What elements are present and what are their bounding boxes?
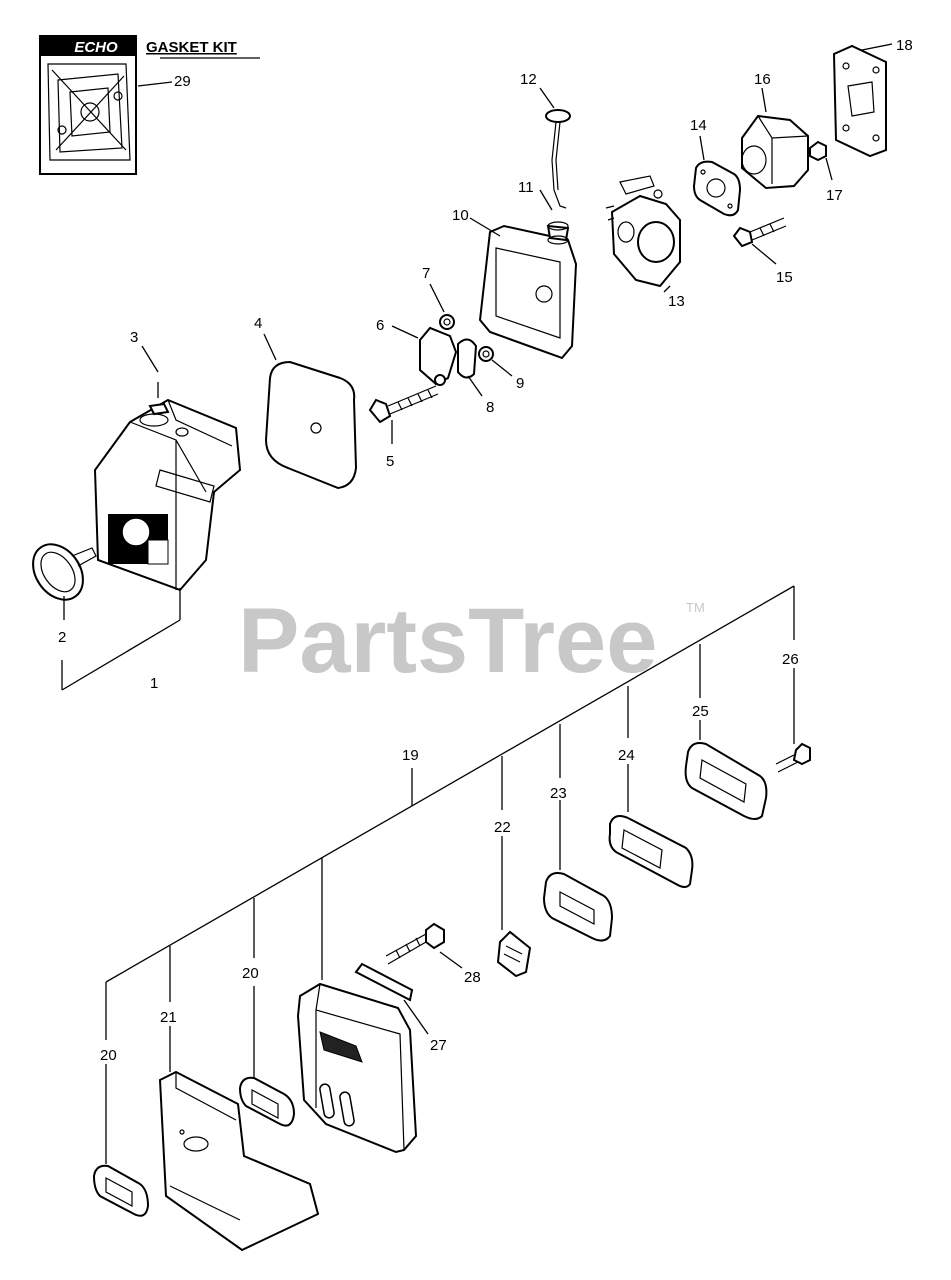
callout-13: 13 [668,293,685,310]
intake-bolt [732,217,787,248]
callout-19: 19 [402,747,419,764]
gasket-kit-box: ECHO [39,35,137,175]
washer-7 [439,314,455,330]
callout-21: 21 [160,1009,177,1026]
callout-23: 23 [550,785,567,802]
nut-17 [809,140,827,162]
callout-16: 16 [754,71,771,88]
watermark-text: PartsTree [238,590,657,692]
callout-6: 6 [376,317,384,334]
muffler-gasket-20a [92,1164,150,1217]
watermark-trademark: TM [686,600,705,615]
muffler-plate [354,962,414,1002]
callout-15: 15 [776,269,793,286]
callout-11: 11 [518,179,534,196]
mounting-bolt [368,385,439,424]
gasket-kit-thumbnail [47,63,131,161]
exhaust-gasket-25 [684,742,768,820]
primer-knob [545,109,571,209]
leader-lines [61,43,893,1164]
bolt-26 [775,742,811,773]
intake-insulator [741,114,809,190]
callout-10: 10 [452,207,469,224]
callout-20a: 20 [100,1047,117,1064]
muffler [296,982,418,1154]
callout-26: 26 [782,651,799,668]
cover-knob [32,543,97,601]
muffler-bolt [385,922,445,965]
cover-label [148,402,170,416]
echo-logo-text: ECHO [74,39,118,56]
callout-7: 7 [422,265,430,282]
callout-8: 8 [486,399,494,416]
callout-2: 2 [58,629,66,646]
callout-9: 9 [516,375,524,392]
carburetor [605,175,681,288]
callout-12: 12 [520,71,537,88]
bracket-washer [434,374,446,386]
gasket-kit-title: GASKET KIT [146,39,237,56]
carburetor-gasket [692,160,742,217]
callout-1: 1 [150,675,158,692]
choke-bracket [419,326,458,386]
callout-25: 25 [692,703,709,720]
heat-shield [158,1070,320,1252]
washer-9 [478,346,494,362]
callout-24: 24 [618,747,635,764]
spark-arrester [496,930,532,978]
callout-20b: 20 [242,965,259,982]
exhaust-gasket-23 [542,872,614,942]
callout-4: 4 [254,315,262,332]
primer-grommet [546,221,570,245]
callout-3: 3 [130,329,138,346]
air-cleaner-cover [93,398,242,592]
callout-27: 27 [430,1037,447,1054]
callout-29: 29 [174,73,191,90]
callout-22: 22 [494,819,511,836]
exhaust-gasket-24 [608,815,694,888]
air-filter [264,360,358,490]
callout-28: 28 [464,969,481,986]
callout-17: 17 [826,187,843,204]
callout-18: 18 [896,37,913,54]
echo-logo [40,36,136,56]
callout-14: 14 [690,117,707,134]
insulator-gasket [832,44,887,158]
muffler-gasket-20b [238,1076,296,1127]
air-cleaner-case [478,224,578,360]
choke-plate [457,338,478,379]
callout-5: 5 [386,453,394,470]
